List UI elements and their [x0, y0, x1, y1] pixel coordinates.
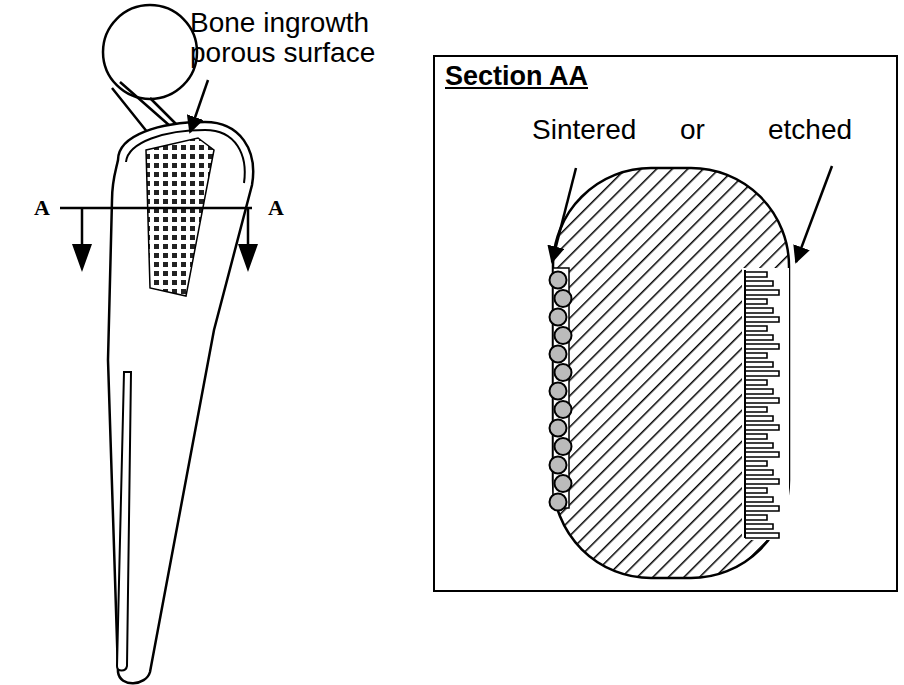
etch-tooth: [745, 317, 779, 322]
bead: [550, 272, 567, 289]
etch-tooth: [745, 434, 767, 439]
stem-slot: [117, 372, 131, 671]
etch-tooth: [745, 470, 773, 475]
part-label: Sintered: [532, 115, 636, 145]
leader-line: [190, 80, 208, 132]
bead: [550, 346, 567, 363]
leader-line: [796, 166, 832, 262]
bead: [550, 309, 567, 326]
bead: [555, 438, 572, 455]
etch-tooth: [745, 371, 779, 376]
etch-tooth: [745, 506, 779, 511]
etch-tooth: [745, 533, 779, 538]
bead: [550, 420, 567, 437]
bead: [555, 290, 572, 307]
etch-tooth: [745, 461, 767, 466]
etch-tooth: [745, 488, 767, 493]
section-letter: A: [268, 196, 284, 220]
bead: [550, 494, 567, 511]
sintered-beads: [550, 272, 572, 511]
etch-tooth: [745, 281, 773, 286]
porous-surface: [146, 138, 214, 296]
etch-tooth: [745, 326, 767, 331]
section-heading: Section AA: [435, 57, 598, 96]
etch-tooth: [745, 362, 773, 367]
bead: [555, 327, 572, 344]
leader-line: [552, 168, 576, 262]
part-label: or: [680, 115, 705, 145]
part-label: etched: [768, 115, 852, 145]
stem-cross-section: [553, 168, 789, 578]
etch-tooth: [745, 344, 779, 349]
etch-tooth: [745, 398, 779, 403]
section-letter: A: [34, 196, 50, 220]
etch-tooth: [745, 443, 773, 448]
section-line: [60, 208, 252, 262]
bead: [550, 457, 567, 474]
etch-tooth: [745, 308, 773, 313]
etched-layer: [742, 268, 789, 540]
part-label: Bone ingrowth porous surface: [190, 8, 410, 68]
bead: [555, 401, 572, 418]
etch-tooth: [745, 425, 779, 430]
etch-tooth: [745, 515, 767, 520]
etch-tooth: [745, 452, 779, 457]
etch-tooth: [745, 335, 773, 340]
bead: [550, 383, 567, 400]
etch-tooth: [745, 299, 767, 304]
femoral-stem: [108, 122, 253, 683]
etched-teeth: [745, 270, 779, 538]
etch-tooth: [745, 479, 779, 484]
bead: [555, 364, 572, 381]
etch-tooth: [745, 497, 773, 502]
etch-tooth: [745, 380, 767, 385]
etch-tooth: [745, 272, 767, 277]
femoral-head: [103, 5, 197, 99]
etch-tooth: [745, 407, 767, 412]
etch-tooth: [745, 389, 773, 394]
etch-tooth: [745, 353, 767, 358]
section-arrowheads: [72, 244, 258, 272]
etch-tooth: [745, 416, 773, 421]
bead: [555, 475, 572, 492]
etch-tooth: [745, 524, 773, 529]
etch-tooth: [745, 290, 779, 295]
